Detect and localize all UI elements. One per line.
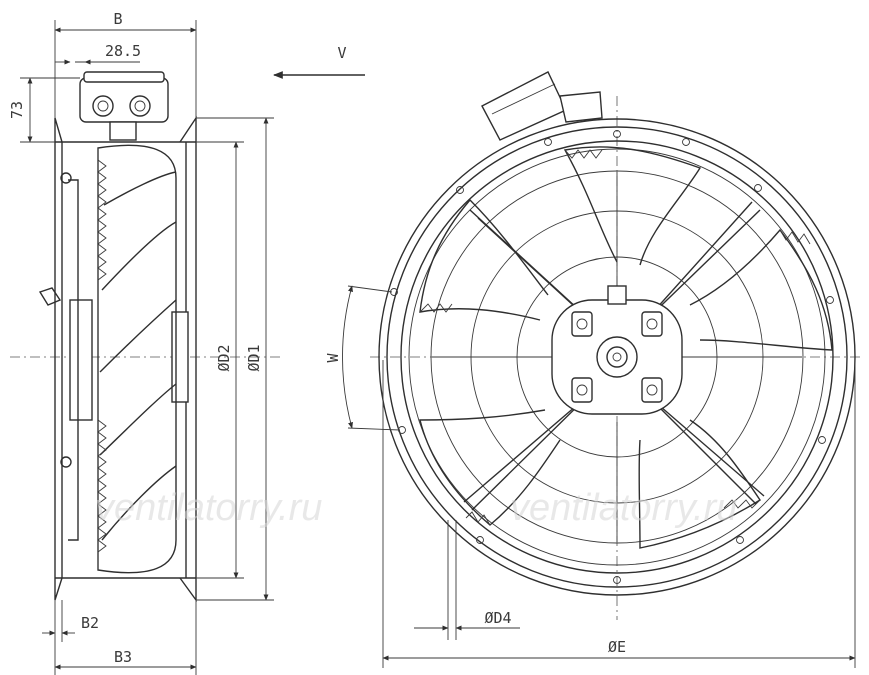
dim-label-73: 73	[8, 101, 26, 119]
impeller-side	[38, 144, 177, 574]
dim-label-d4: ØD4	[484, 609, 511, 627]
dim-label-28-5: 28.5	[105, 42, 141, 60]
watermark-left: ventilatorry.ru	[95, 487, 322, 529]
terminal-box	[79, 71, 169, 141]
impeller-blades	[419, 146, 833, 549]
side-view: B 28.5 73 V ØD2 ØD1 B2 B3	[8, 10, 365, 675]
dim-label-d2: ØD2	[215, 344, 233, 371]
front-dimensions	[342, 285, 856, 668]
motor-hub	[551, 285, 683, 415]
watermark-right: ventilatorry.ru	[510, 487, 737, 529]
mounting-holes	[390, 130, 834, 584]
front-terminal-box	[481, 71, 603, 141]
dim-label-e: ØE	[608, 638, 626, 656]
dim-label-w: W	[324, 353, 342, 363]
dim-label-d1: ØD1	[245, 344, 263, 371]
side-dimensions	[20, 20, 365, 675]
dim-label-b3: B3	[114, 648, 132, 666]
view-label-v: V	[337, 44, 346, 62]
dim-label-b: B	[113, 10, 122, 28]
dim-label-b2: B2	[81, 614, 99, 632]
front-view: W ØD4 ØE	[324, 71, 860, 668]
